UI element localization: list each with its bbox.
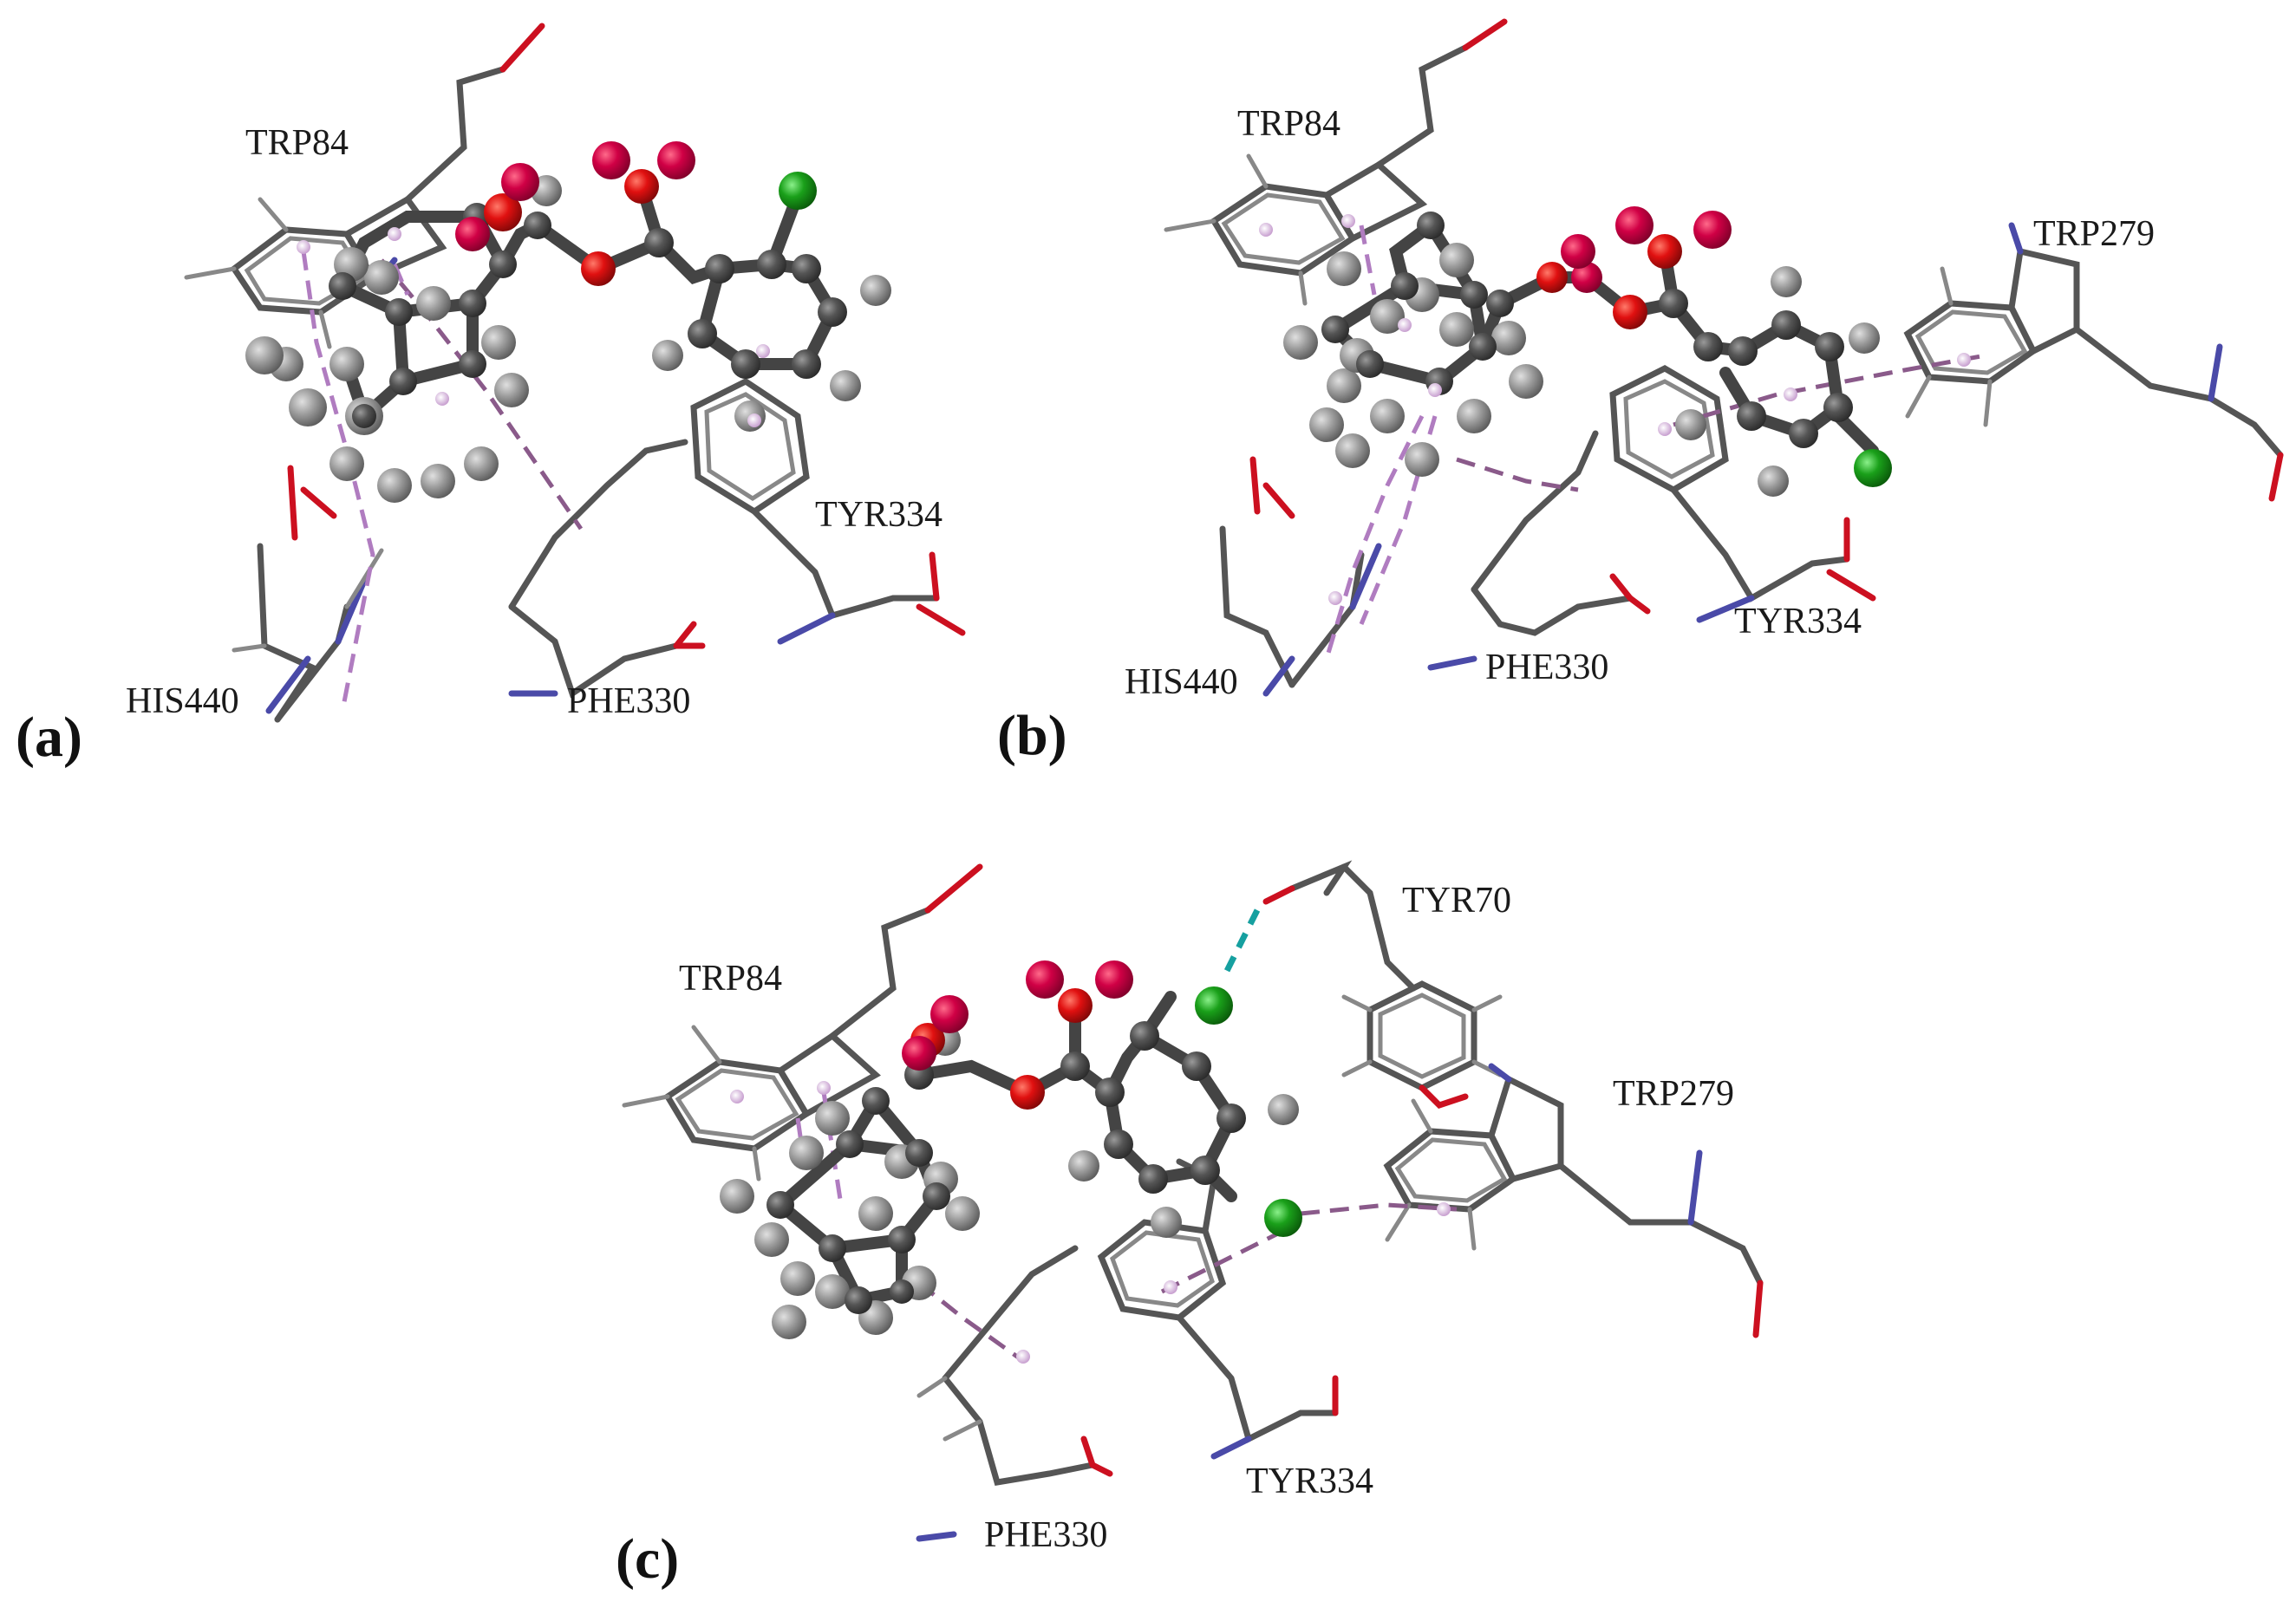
phe330-residue-c xyxy=(916,1245,1113,1542)
label-tyr334-b: TYR334 xyxy=(1734,602,1862,641)
his440-residue-b xyxy=(1219,456,1382,697)
tyr334-residue-a xyxy=(690,377,966,645)
trp84-residue-a xyxy=(184,23,545,349)
panel-b: TRP84 TRP279 HIS440 PHE330 TYR334 (b) xyxy=(997,18,2284,767)
tyr334-residue-b xyxy=(1609,365,1876,623)
pi-centroids-b xyxy=(1259,214,1971,605)
pi-interaction-a1 xyxy=(301,251,375,712)
label-trp279-c: TRP279 xyxy=(1613,1074,1734,1114)
phe330-residue-b xyxy=(1427,430,1651,671)
trp84-residue-c xyxy=(622,863,983,1182)
label-his440-b: HIS440 xyxy=(1125,662,1238,702)
label-tyr334-a: TYR334 xyxy=(815,495,943,535)
pi-interaction-c4 xyxy=(1300,1202,1458,1216)
panel-label-a: (a) xyxy=(16,706,82,769)
label-trp84-a: TRP84 xyxy=(245,123,349,163)
trp279-residue-b xyxy=(1903,222,2284,502)
h-bond-c xyxy=(1219,908,1261,981)
panel-label-b: (b) xyxy=(997,704,1067,767)
tyr334-residue-c xyxy=(1097,1158,1339,1460)
panel-c: TRP84 TYR70 TRP279 PHE330 TYR334 (c) xyxy=(616,860,1764,1591)
tyr70-residue-c xyxy=(1262,860,1503,1110)
phe330-residue-a xyxy=(508,439,706,699)
label-phe330-b: PHE330 xyxy=(1485,648,1608,687)
ligand-atoms-c xyxy=(720,960,1302,1339)
label-phe330-c: PHE330 xyxy=(984,1515,1107,1555)
label-trp84-b: TRP84 xyxy=(1237,104,1340,144)
ligand-atoms-b xyxy=(1283,206,1892,497)
label-tyr70-c: TYR70 xyxy=(1402,881,1511,921)
panel-a: TRP84 HIS440 PHE330 TYR334 (a) xyxy=(16,23,966,769)
label-phe330-a: PHE330 xyxy=(567,681,690,721)
trp279-residue-c xyxy=(1383,1063,1764,1338)
pi-interaction-b3 xyxy=(1456,457,1579,492)
pi-interaction-c1 xyxy=(917,1281,1025,1364)
label-trp84-c: TRP84 xyxy=(679,959,782,999)
label-his440-a: HIS440 xyxy=(126,681,239,721)
pi-centroids-a xyxy=(297,227,770,427)
pi-interaction-b5 xyxy=(1359,225,1377,296)
label-tyr334-c: TYR334 xyxy=(1246,1462,1373,1501)
pi-interaction-a2 xyxy=(380,258,584,531)
his440-residue-a xyxy=(232,465,384,723)
label-trp279-b: TRP279 xyxy=(2033,214,2155,254)
ligand-atoms-a xyxy=(245,141,891,503)
pi-interaction-b1 xyxy=(1324,414,1425,660)
pi-centroids-c xyxy=(730,1081,1451,1364)
panel-label-c: (c) xyxy=(616,1527,679,1591)
